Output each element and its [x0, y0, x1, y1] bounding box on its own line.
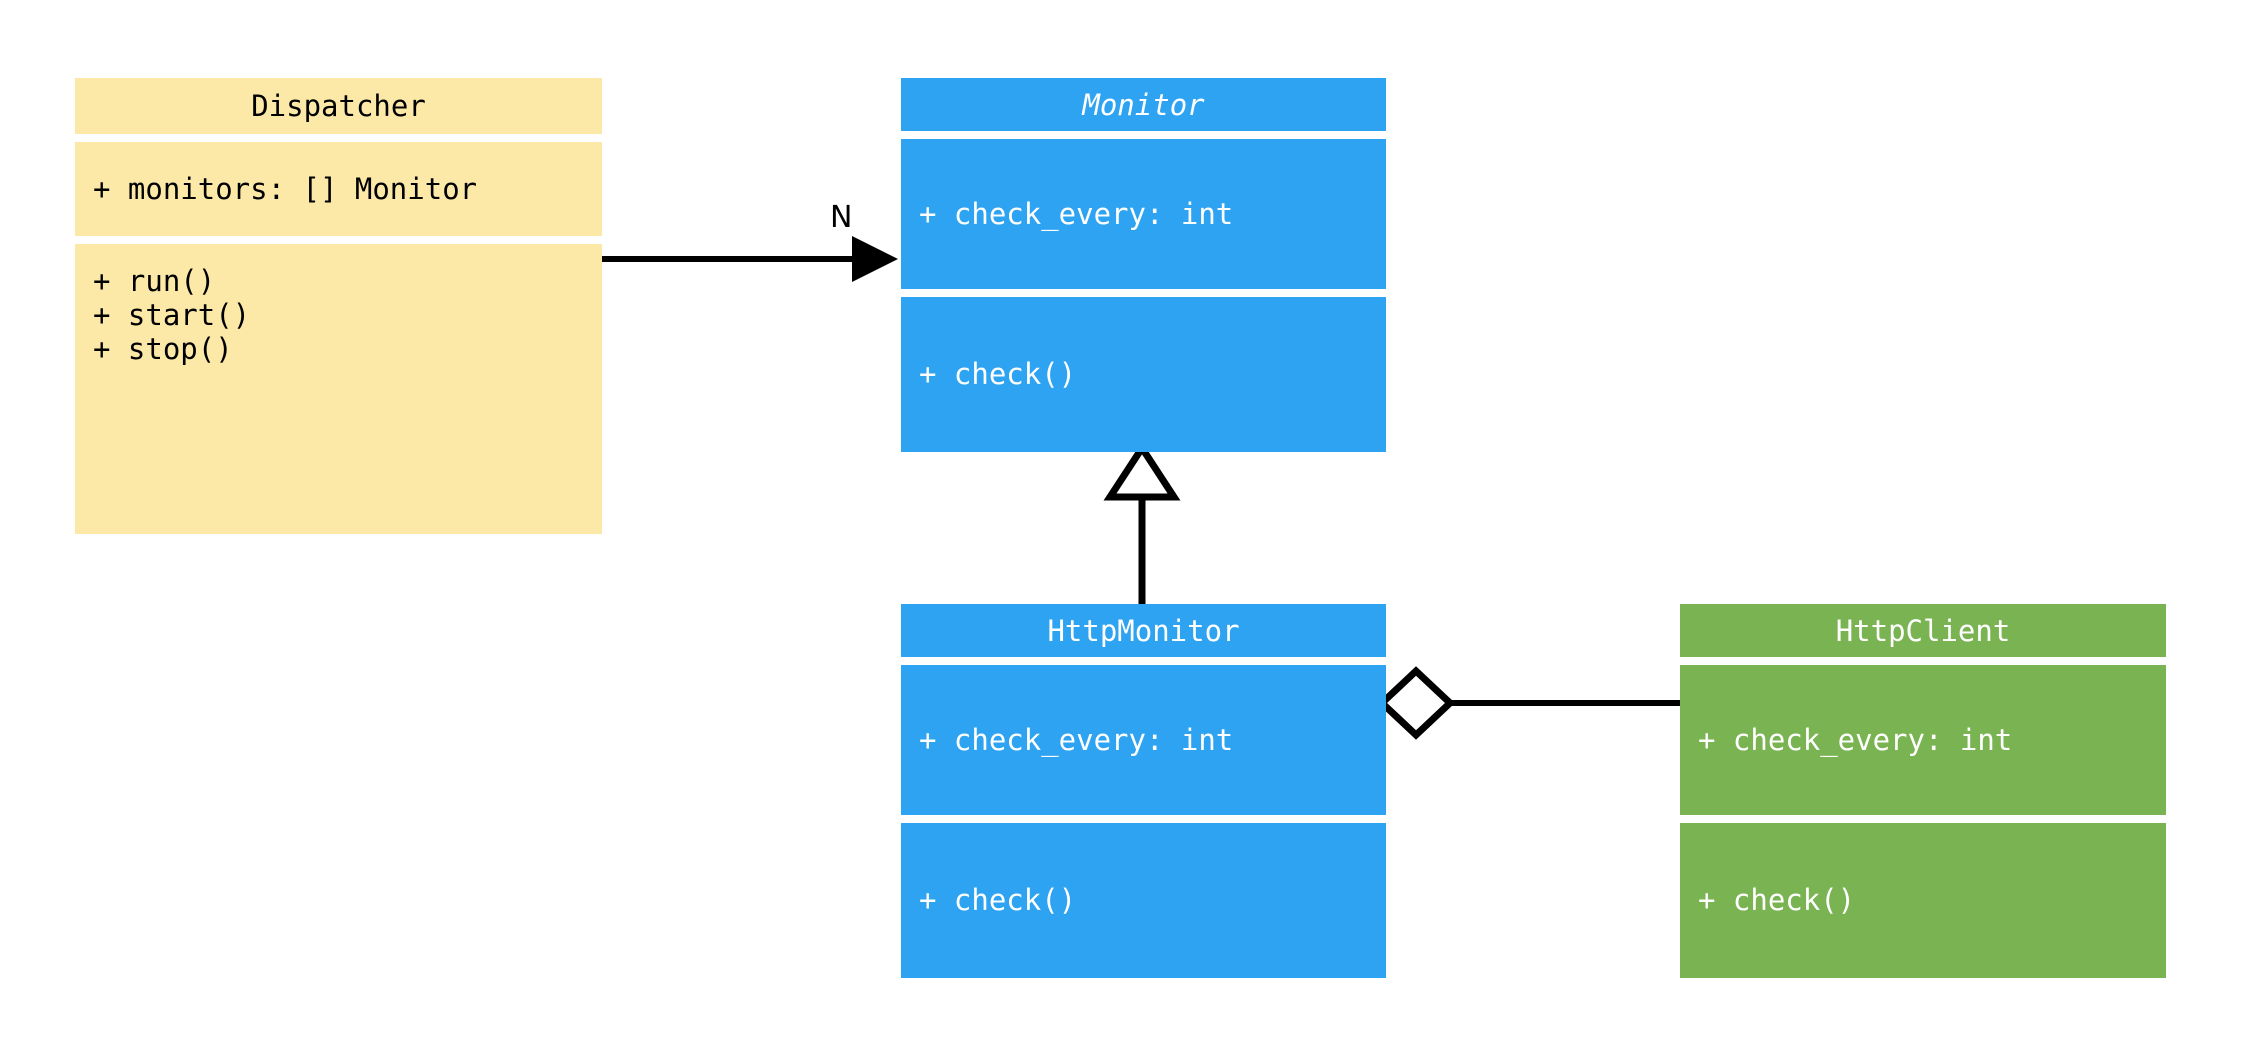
class-methods-dispatcher: + run() + start() + stop()	[93, 264, 251, 367]
edge-dispatcher-to-monitor	[602, 236, 898, 282]
class-methods-compartment-monitor: + check()	[901, 297, 1386, 452]
class-attributes-compartment-monitor: + check_every: int	[901, 139, 1386, 289]
class-name-monitor: Monitor	[1082, 87, 1205, 122]
class-methods-compartment-httpmonitor: + check()	[901, 823, 1386, 978]
class-title-compartment-httpmonitor: HttpMonitor	[901, 604, 1386, 657]
edge-httpmonitor-to-monitor	[1103, 441, 1181, 610]
association-multiplicity-label: N	[830, 200, 853, 235]
class-attributes-compartment-httpclient: + check_every: int	[1680, 665, 2166, 815]
class-title-compartment-dispatcher: Dispatcher	[75, 78, 602, 134]
class-attributes-compartment-dispatcher: + monitors: [] Monitor	[75, 142, 602, 236]
class-box-httpmonitor[interactable]: HttpMonitor + check_every: int + check()	[901, 604, 1386, 978]
hollow-triangle-arrowhead-icon	[1103, 441, 1181, 501]
class-box-httpclient[interactable]: HttpClient + check_every: int + check()	[1680, 604, 2166, 978]
class-name-dispatcher: Dispatcher	[251, 89, 426, 123]
class-methods-httpclient: + check()	[1698, 883, 1856, 918]
class-title-compartment-httpclient: HttpClient	[1680, 604, 2166, 657]
hollow-diamond-icon	[1376, 666, 1456, 740]
class-name-httpmonitor: HttpMonitor	[1047, 613, 1240, 648]
class-attributes-httpclient: + check_every: int	[1698, 722, 2013, 757]
class-box-dispatcher[interactable]: Dispatcher + monitors: [] Monitor + run(…	[75, 78, 602, 534]
class-methods-compartment-dispatcher: + run() + start() + stop()	[75, 244, 602, 534]
class-methods-compartment-httpclient: + check()	[1680, 823, 2166, 978]
class-title-compartment-monitor: Monitor	[901, 78, 1386, 131]
class-methods-monitor: + check()	[919, 357, 1077, 392]
class-box-monitor[interactable]: Monitor + check_every: int + check()	[901, 78, 1386, 452]
class-attributes-dispatcher: + monitors: [] Monitor	[93, 171, 478, 206]
class-attributes-monitor: + check_every: int	[919, 196, 1234, 231]
filled-arrowhead-icon	[852, 236, 898, 282]
class-methods-httpmonitor: + check()	[919, 883, 1077, 918]
edge-httpmonitor-to-httpclient	[1376, 666, 1680, 740]
class-name-httpclient: HttpClient	[1835, 613, 2011, 648]
class-attributes-httpmonitor: + check_every: int	[919, 722, 1234, 757]
class-attributes-compartment-httpmonitor: + check_every: int	[901, 665, 1386, 815]
